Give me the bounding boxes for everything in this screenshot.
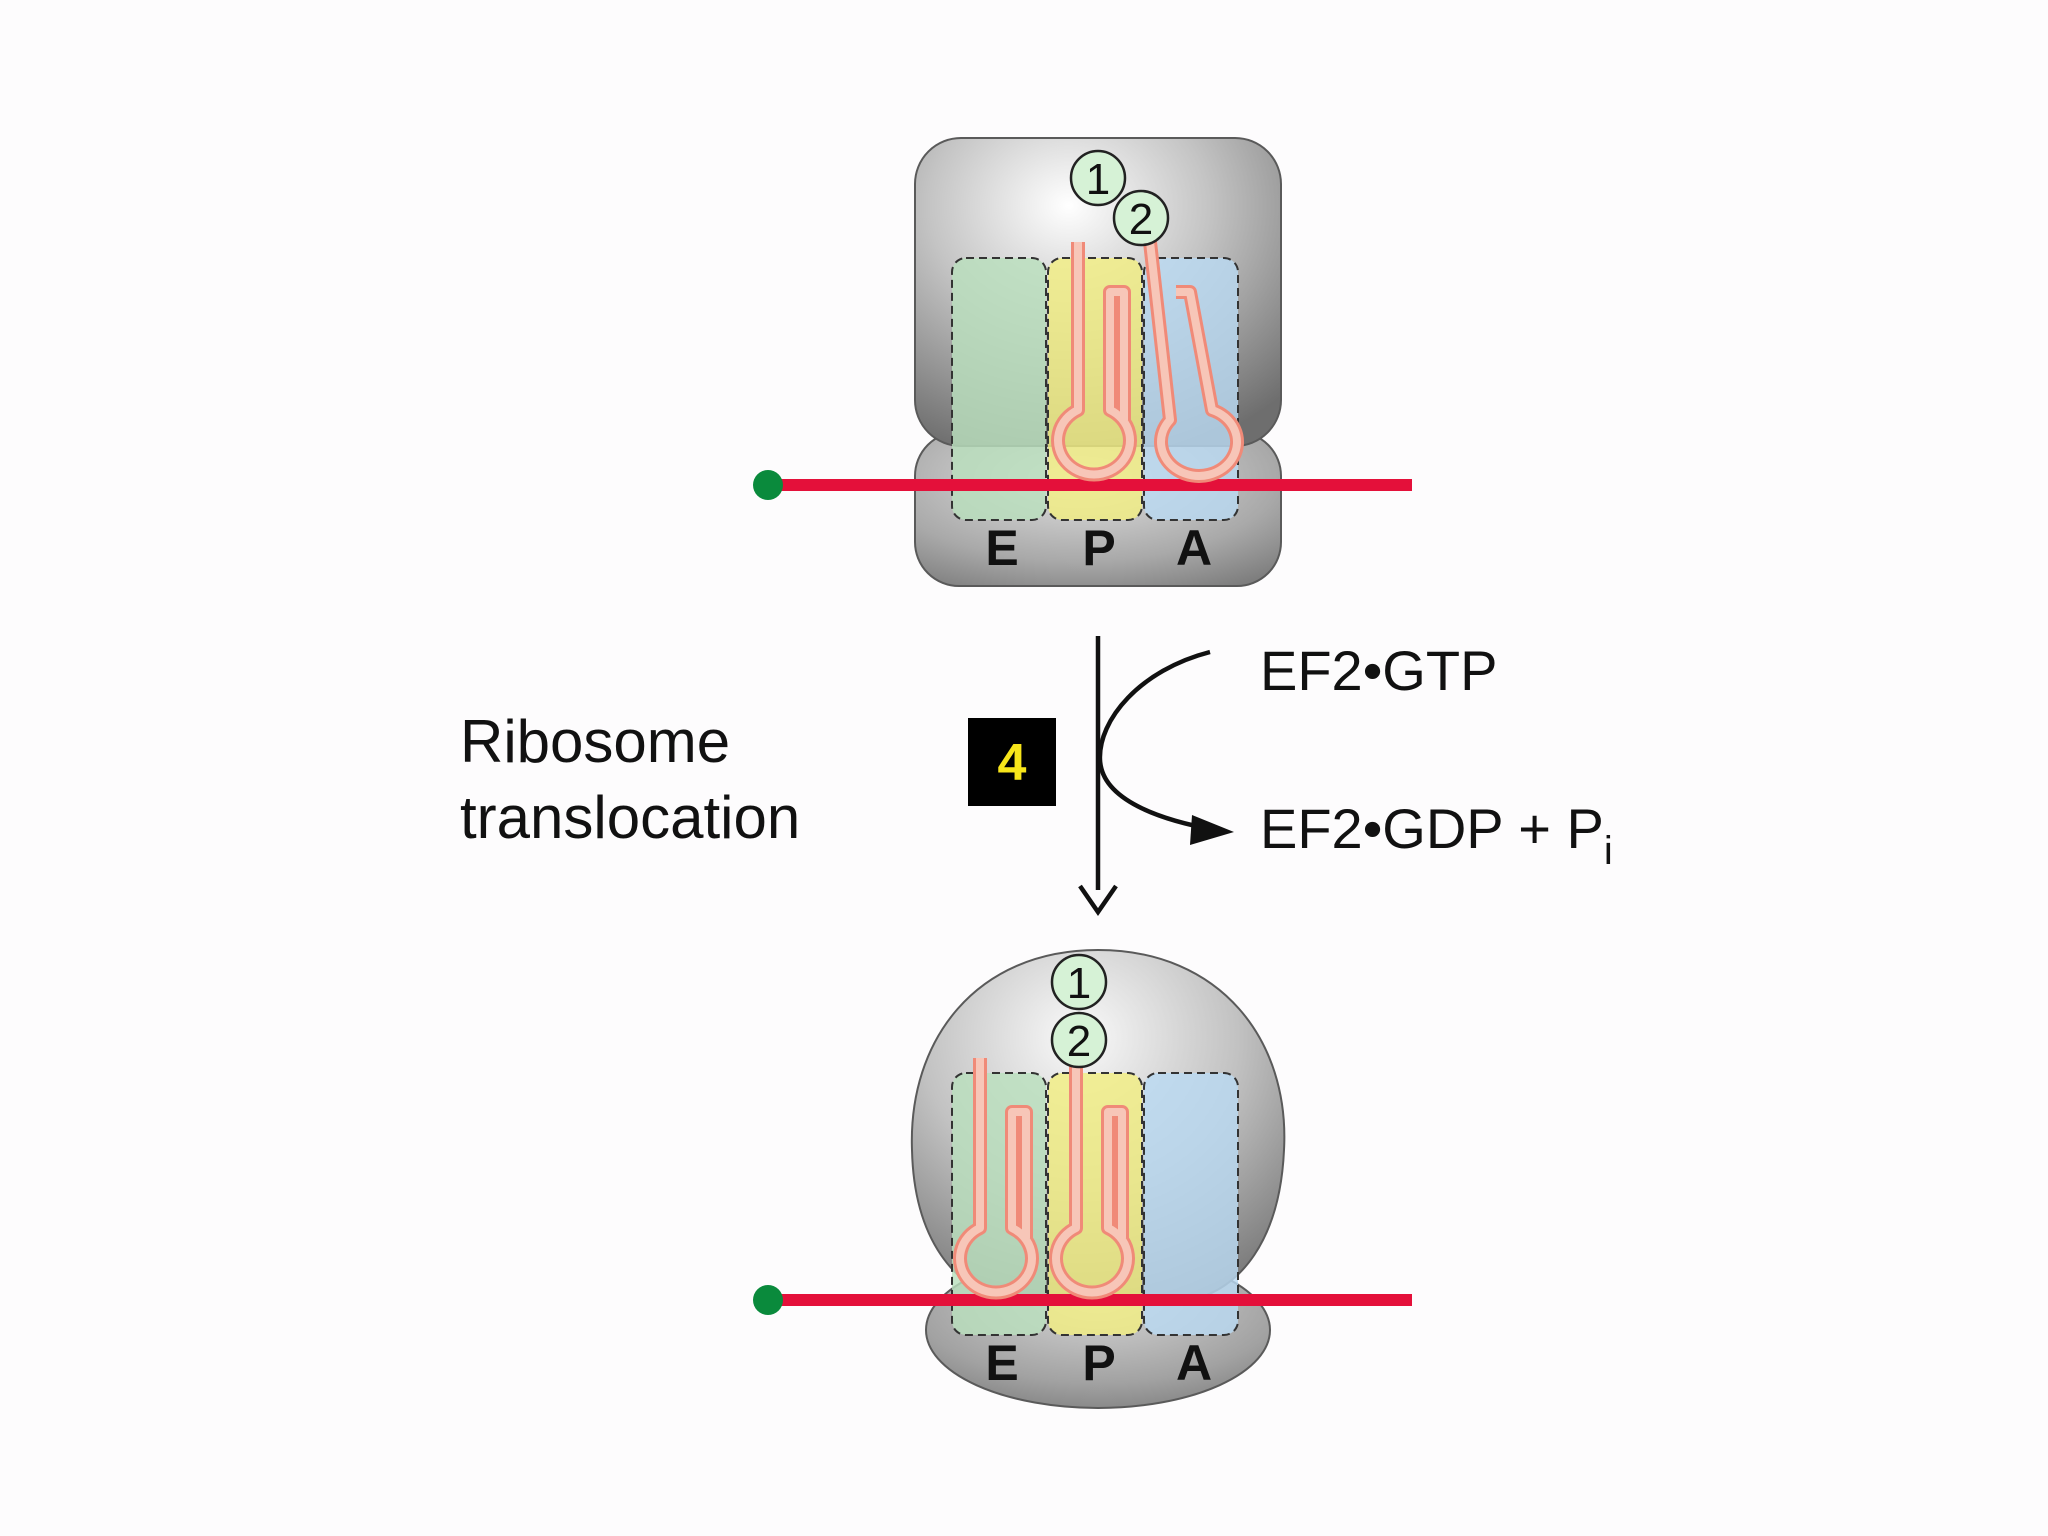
bottom-ribosome: 1 2 E P A bbox=[753, 948, 1412, 1409]
top-site-p-label: P bbox=[1082, 520, 1115, 576]
step-number: 4 bbox=[998, 734, 1027, 792]
step-label-line1: Ribosome bbox=[460, 708, 730, 775]
top-site-a-label: A bbox=[1176, 520, 1212, 576]
top-amino-acid-2-label: 2 bbox=[1129, 195, 1153, 244]
top-site-e bbox=[951, 257, 1047, 521]
bottom-amino-acid-2-label: 2 bbox=[1067, 1017, 1091, 1066]
reaction-input: EF2•GTP bbox=[1260, 639, 1497, 702]
step-number-box bbox=[968, 718, 1056, 806]
top-mrna-5prime-cap bbox=[753, 470, 783, 500]
reaction-output-main: EF2•GDP + P bbox=[1260, 797, 1604, 860]
reaction-output-subscript: i bbox=[1604, 829, 1613, 873]
bottom-site-a-label: A bbox=[1176, 1335, 1212, 1391]
bottom-site-e-label: E bbox=[985, 1335, 1018, 1391]
translocation-step: 4 Ribosome translocation EF2•GTP EF2•GDP… bbox=[460, 636, 1613, 916]
bottom-site-p-label: P bbox=[1082, 1335, 1115, 1391]
bottom-mrna-5prime-cap bbox=[753, 1285, 783, 1315]
top-site-e-label: E bbox=[985, 520, 1018, 576]
top-ribosome: 1 2 E P A bbox=[753, 137, 1412, 587]
downward-arrow-head bbox=[1078, 884, 1118, 916]
ef2-curved-arrow-head bbox=[1190, 815, 1234, 845]
bottom-amino-acid-1: 1 bbox=[1050, 953, 1108, 1011]
bottom-amino-acid-2: 2 bbox=[1050, 1011, 1108, 1069]
ef2-curved-arrow bbox=[1097, 649, 1217, 833]
reaction-output: EF2•GDP + Pi bbox=[1260, 797, 1613, 873]
step-label-line2: translocation bbox=[460, 784, 800, 851]
top-amino-acid-2: 2 bbox=[1112, 189, 1170, 247]
top-amino-acid-1-label: 1 bbox=[1086, 155, 1110, 204]
bottom-amino-acid-1-label: 1 bbox=[1067, 959, 1091, 1008]
top-amino-acid-1: 1 bbox=[1069, 149, 1127, 207]
bottom-site-a bbox=[1143, 1072, 1239, 1336]
